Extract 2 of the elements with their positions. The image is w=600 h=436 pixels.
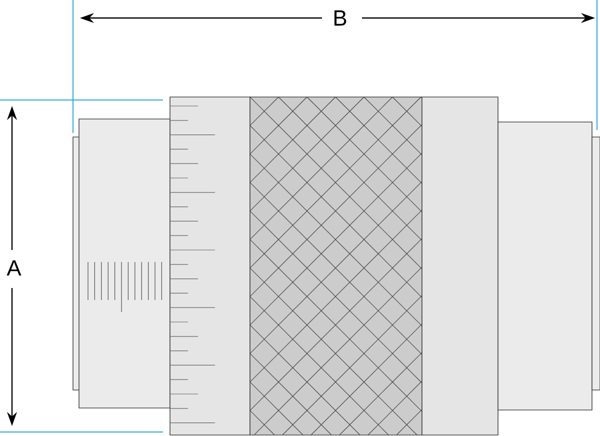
dimension-label: B: [334, 10, 346, 26]
dimension-label: A: [6, 260, 22, 276]
